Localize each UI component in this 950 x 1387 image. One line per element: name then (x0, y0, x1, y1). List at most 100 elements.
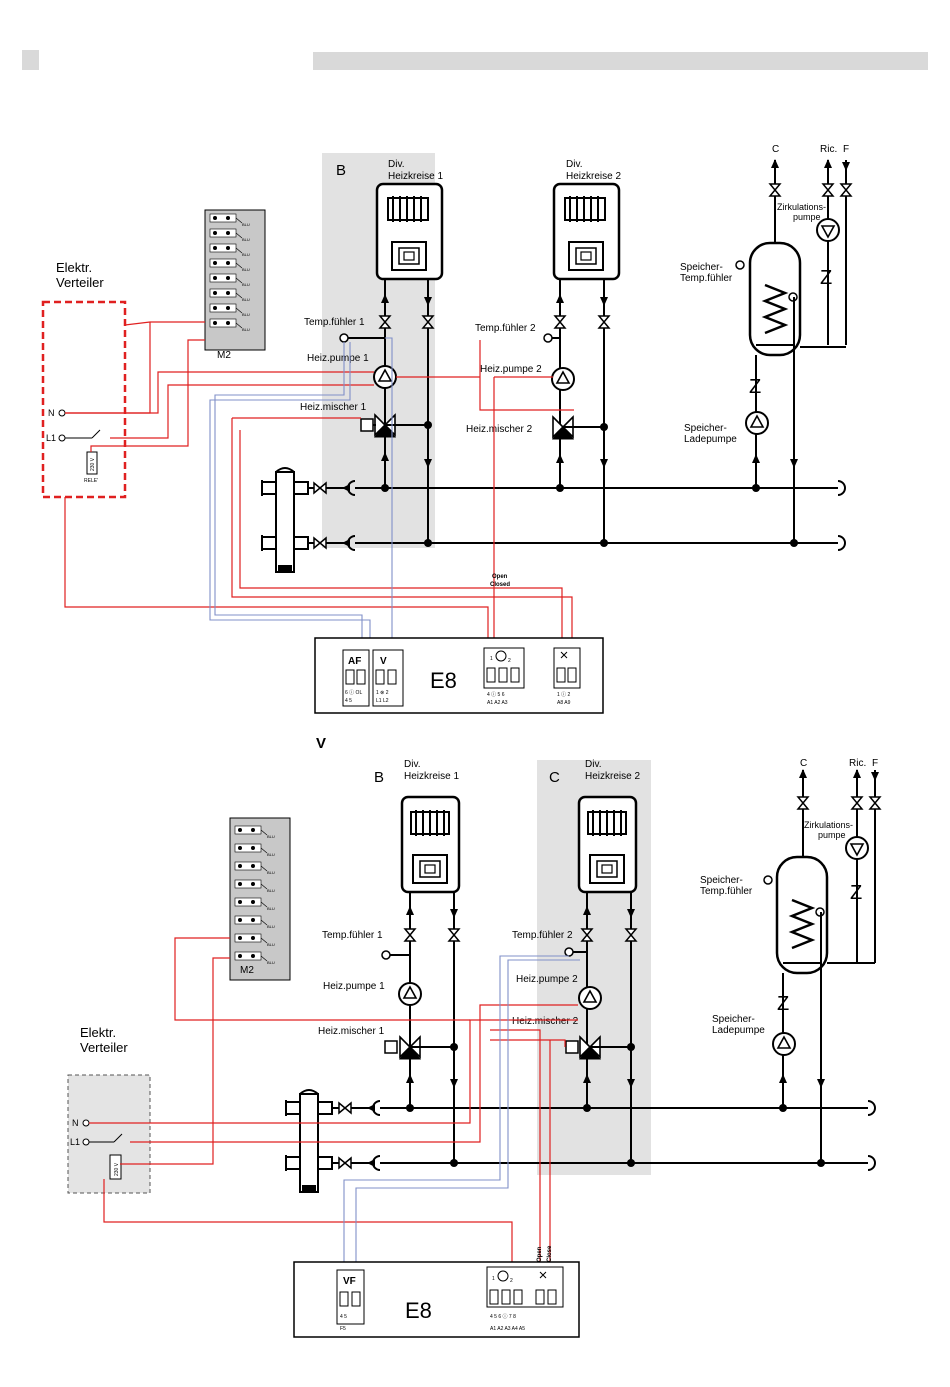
dhw-ric-label: Ric. (820, 144, 837, 155)
terminal-screw (213, 246, 217, 250)
terminal-screw (251, 918, 255, 922)
heating-pump-1-label: Heiz.pumpe 1 (307, 353, 369, 364)
terminal-screw (226, 231, 230, 235)
terminal-screw (213, 306, 217, 310)
terminal-n-label: N (48, 408, 55, 418)
terminal-screw (251, 882, 255, 886)
controller-e8-top: E8 AF V 6 ⓘ OL 4 5 1 ⊗ 2 L1 L2 1 2 4 ⓘ 5… (314, 637, 604, 714)
hydraulic-separator-top (261, 467, 350, 573)
term-vf-label: VF (343, 1276, 356, 1287)
bottom-diagram: V B C Div. Heizkreise 1 Div. Heizkreise … (67, 735, 881, 1338)
bottom-terminal-l1-label: L1 (70, 1137, 80, 1147)
heating-pump-2-label: Heiz.pumpe 2 (480, 364, 542, 375)
bottom-mixer-open-label: Open (537, 1246, 543, 1262)
bottom-heating-circuit-2-label-2: Heizkreise 2 (585, 771, 640, 782)
radiator-box-4 (577, 795, 638, 894)
terminal-screw (226, 246, 230, 250)
bottom-pump-num1: 1 (492, 1276, 495, 1282)
relay-label: RELE' (84, 478, 98, 484)
temp-sensor-1-label: Temp.fühler 1 (304, 317, 365, 328)
circ-pump-label-2: pumpe (793, 212, 821, 222)
heating-mixer-1-label: Heiz.mischer 1 (300, 402, 367, 413)
terminal-screw (251, 846, 255, 850)
header-bar (313, 52, 928, 70)
circ-pump-label: Zirkulations- (777, 202, 826, 212)
heating-pump-2-top-icon (551, 367, 575, 391)
bottom-distributor-label-2: Verteiler (80, 1040, 128, 1055)
bottom-tank-sensor-label: Speicher- (700, 875, 743, 886)
zone-b-bottom-letter: B (374, 769, 384, 786)
controller-e8-bottom: E8 VF 4 5 F5 1 2 4 5 6 ⓘ 7 8 A1 A2 A3 A4… (293, 1261, 580, 1338)
module-row-text: BLU (242, 312, 250, 317)
terminal-screw (238, 882, 242, 886)
bottom-heating-circuit-1-label-2: Heizkreise 1 (404, 771, 459, 782)
term-group2-nums: 1 ⊗ 2 (376, 690, 389, 696)
terminal-screw (226, 276, 230, 280)
terminal-screw (226, 321, 230, 325)
dhw-f-label: F (843, 144, 849, 155)
heating-mixer-2-label: Heiz.mischer 2 (466, 424, 533, 435)
term-v-label: V (380, 656, 387, 667)
bottom-heating-circuit-2-label: Div. (585, 759, 601, 770)
module-m2-label: M2 (217, 350, 231, 361)
heating-circuit-2-label-2: Heizkreise 2 (566, 171, 621, 182)
tank-pump-label-2: Ladepumpe (684, 434, 737, 445)
header-square (22, 50, 39, 70)
radiator-box-2 (552, 182, 621, 281)
pump-num1: 1 (490, 656, 493, 662)
bottom-heating-pump-2-label: Heiz.pumpe 2 (516, 974, 578, 985)
bottom-pump-num2: 2 (510, 1278, 513, 1284)
terminal-screw (226, 261, 230, 265)
term-group2-nums2: L1 L2 (376, 698, 389, 704)
bottom-dhw-ric-label: Ric. (849, 758, 866, 769)
module-row-text: BLU (242, 252, 250, 257)
terminal-screw (226, 216, 230, 220)
terminal-screw (238, 954, 242, 958)
heating-circuit-2-label: Div. (566, 159, 582, 170)
module-row-text: BLU (267, 870, 275, 875)
bottom-controller-e8-label: E8 (405, 1298, 432, 1323)
tank-sensor-label: Speicher- (680, 262, 723, 273)
bottom-heating-circuit-1-label: Div. (404, 759, 420, 770)
term-vf-nums: 4 5 (340, 1314, 347, 1320)
hydraulic-separator-bottom (285, 1089, 375, 1193)
terminal-screw (213, 321, 217, 325)
dhw-c-label: C (772, 144, 779, 155)
bottom-heating-mixer-2-label: Heiz.mischer 2 (512, 1016, 579, 1027)
terminal-screw (251, 900, 255, 904)
terminal-screw (213, 231, 217, 235)
bottom-mixer-close-label: Close (547, 1245, 553, 1262)
module-row-text: BLU (242, 297, 250, 302)
bottom-temp-sensor-1-label: Temp.fühler 1 (322, 930, 383, 941)
bottom-tank-sensor-label-2: Temp.fühler (700, 886, 753, 897)
temp-sensor-2-label: Temp.fühler 2 (475, 323, 536, 334)
relay-voltage-label: 230 V (90, 457, 96, 471)
terminal-screw (213, 261, 217, 265)
bottom-circ-pump-label: Zirkulations- (804, 820, 853, 830)
tank-pump-label: Speicher- (684, 423, 727, 434)
zone-c-bottom-letter: C (549, 769, 560, 786)
bottom-term-group-top: 4 5 6 ⓘ 7 8 (490, 1313, 516, 1320)
terminal-screw (238, 828, 242, 832)
mixer-open-label: Open (492, 574, 508, 580)
term-vf-bottom: F5 (340, 1326, 346, 1332)
terminal-screw (251, 936, 255, 940)
term-group4-bottom: A8 A9 (557, 700, 571, 706)
terminal-screw (238, 900, 242, 904)
bottom-dhw-c-label: C (800, 758, 807, 769)
terminal-screw (213, 291, 217, 295)
module-row-text: BLU (267, 834, 275, 839)
distributor-label: Elektr. (56, 260, 92, 275)
module-row-text: BLU (242, 267, 250, 272)
module-row-text: BLU (242, 327, 250, 332)
module-row-text: BLU (267, 852, 275, 857)
heating-circuit-1-label-2: Heizkreise 1 (388, 171, 443, 182)
terminal-screw (238, 918, 242, 922)
terminal-screw (226, 291, 230, 295)
bottom-heating-mixer-1-label: Heiz.mischer 1 (318, 1026, 385, 1037)
terminal-screw (238, 846, 242, 850)
svg-text:Z: Z (749, 376, 761, 398)
